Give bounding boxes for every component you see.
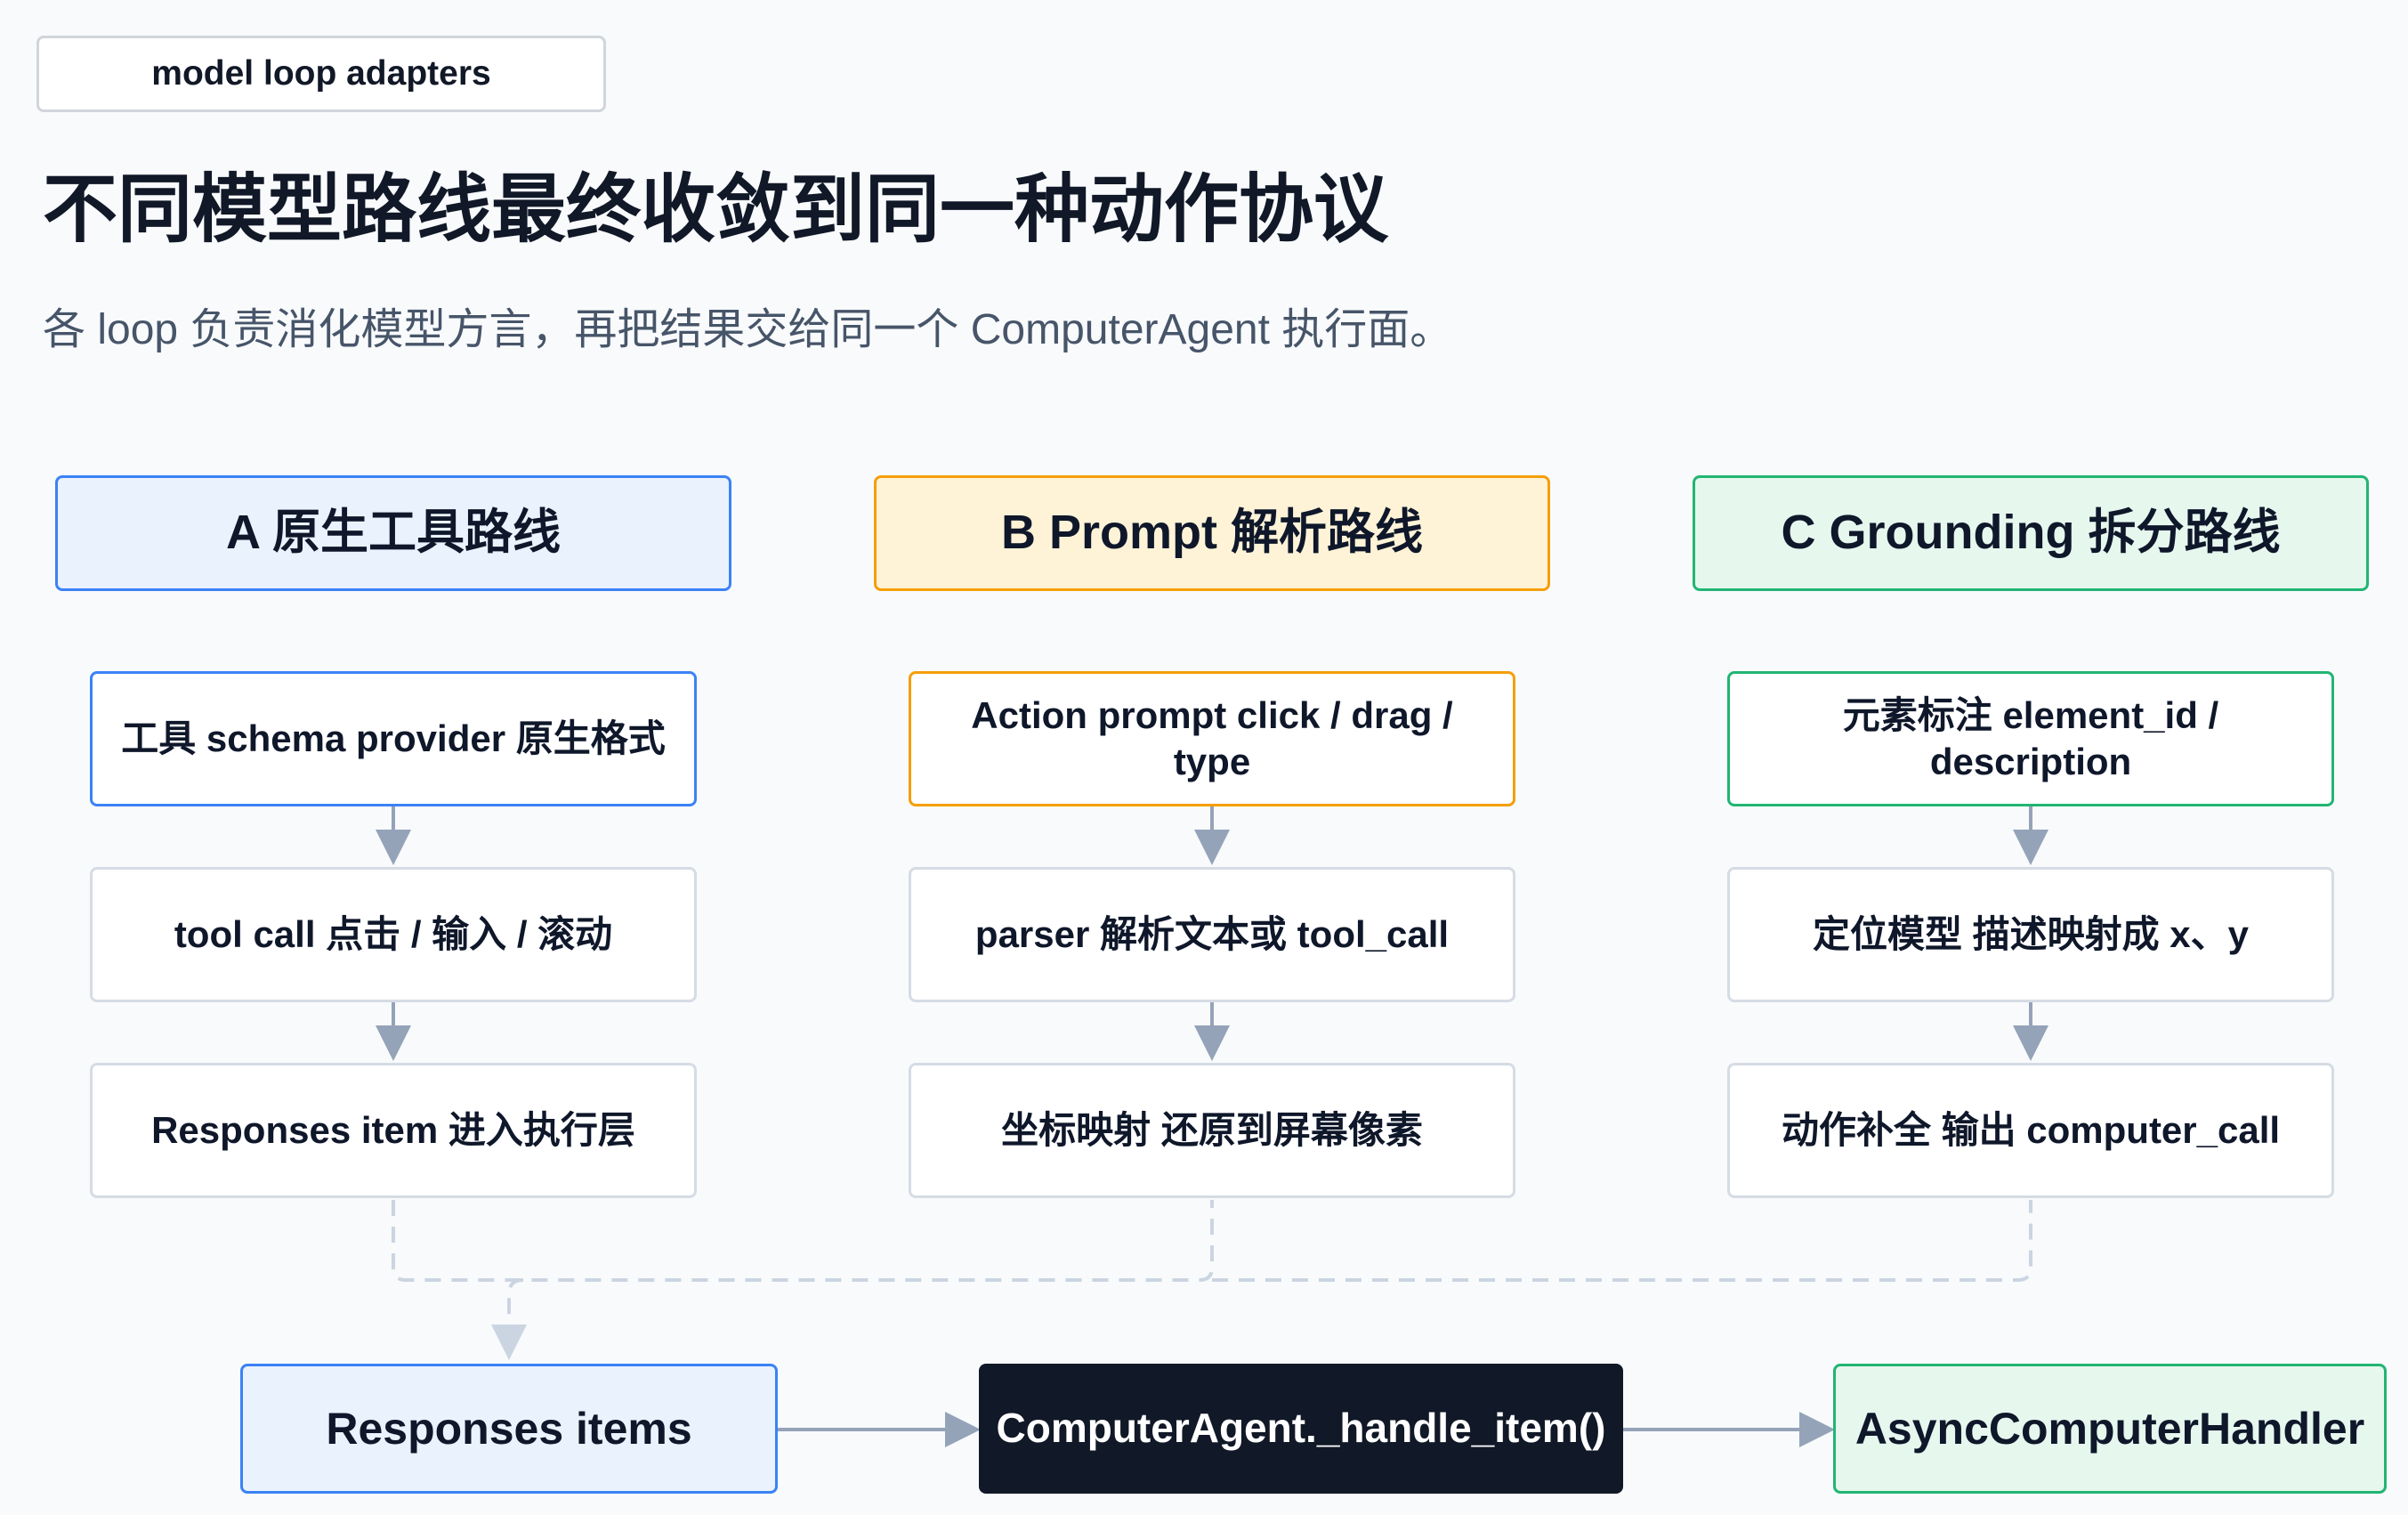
- section-tag: model loop adapters: [36, 36, 606, 112]
- column-b-step-2: parser 解析文本或 tool_call: [909, 867, 1515, 1002]
- async-computer-handler-node: AsyncComputerHandler: [1833, 1364, 2387, 1494]
- column-c-step-3: 动作补全 输出 computer_call: [1727, 1063, 2334, 1198]
- column-a-header: A 原生工具路线: [55, 475, 731, 591]
- column-a-step-1: 工具 schema provider 原生格式: [90, 671, 697, 806]
- dashed-merge-c: [1212, 1200, 2032, 1282]
- page-subtitle: 各 loop 负责消化模型方言，再把结果交给同一个 ComputerAgent …: [43, 306, 1453, 353]
- dashed-down-arrow: [491, 1278, 527, 1360]
- column-b-step-3: 坐标映射 还原到屏幕像素: [909, 1063, 1515, 1198]
- responses-items-node: Responses items: [240, 1364, 778, 1494]
- column-c-header: C Grounding 拆分路线: [1693, 475, 2369, 591]
- column-a-step-3: Responses item 进入执行层: [90, 1063, 697, 1198]
- column-a-step-2: tool call 点击 / 输入 / 滚动: [90, 867, 697, 1002]
- page-title: 不同模型路线最终收敛到同一种动作协议: [43, 167, 1389, 251]
- column-c-step-1: 元素标注 element_id / description: [1727, 671, 2334, 806]
- column-b-step-1: Action prompt click / drag / type: [909, 671, 1515, 806]
- column-c-step-2: 定位模型 描述映射成 x、y: [1727, 867, 2334, 1002]
- handle-item-node: ComputerAgent._handle_item(): [979, 1364, 1623, 1494]
- dashed-merge-a: [392, 1200, 1214, 1282]
- column-b-header: B Prompt 解析路线: [874, 475, 1550, 591]
